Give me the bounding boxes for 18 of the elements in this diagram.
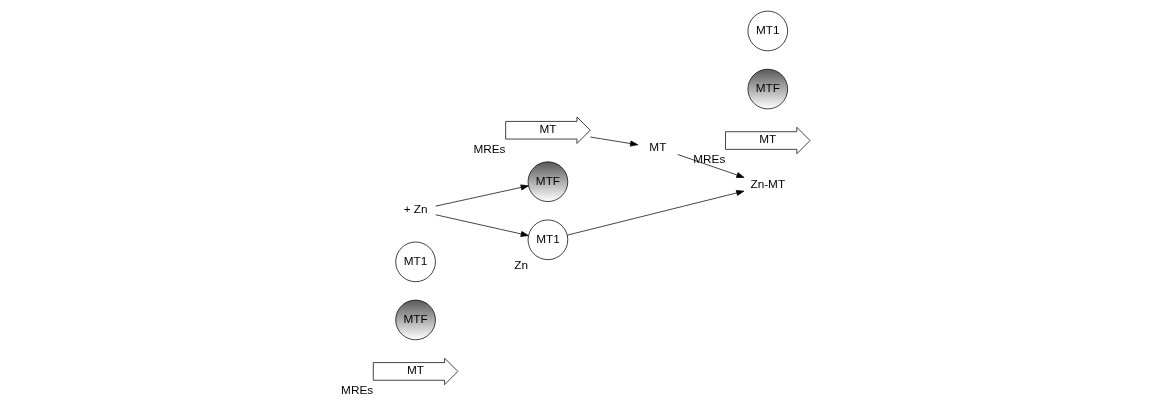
node-circle: MT1 [527, 219, 569, 260]
node-text: Zn-MT [750, 177, 786, 191]
node-label: MREs [341, 383, 374, 397]
arrow [566, 190, 745, 236]
node-circle: MTF [747, 68, 788, 110]
arrow [435, 184, 529, 207]
arrow [677, 154, 745, 178]
node-label: Zn [514, 258, 528, 272]
arrow [435, 214, 529, 237]
node-circle: MTF [395, 299, 436, 341]
node-text: + Zn [403, 202, 428, 216]
node-label: MREs [693, 152, 726, 166]
node-label: MREs [473, 141, 506, 155]
node-circle: MT1 [747, 10, 788, 52]
node-text: MT [649, 139, 667, 153]
node-circle: MTF [527, 161, 569, 202]
arrow [589, 136, 639, 147]
node-circle: MT1 [395, 241, 436, 283]
